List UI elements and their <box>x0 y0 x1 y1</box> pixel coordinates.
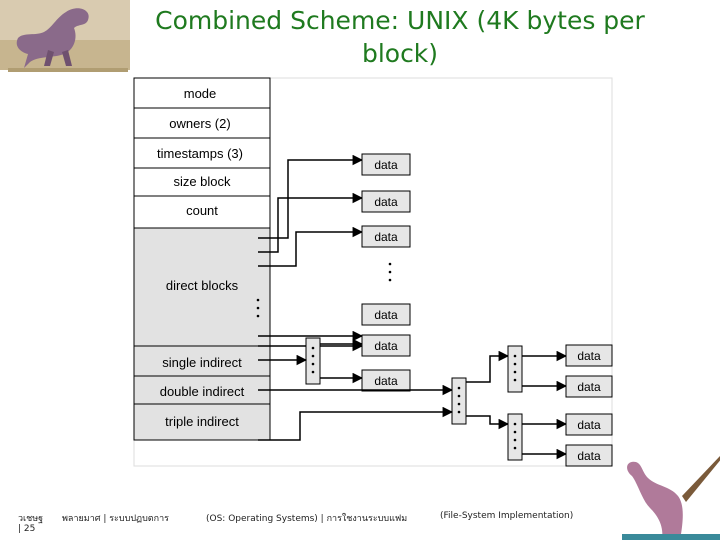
slide-title-line-1: Combined Scheme: UNIX (4K bytes per <box>155 6 645 35</box>
inode-field-count: count <box>186 203 218 218</box>
slide-title-line-2: block) <box>361 39 439 68</box>
footer-page-number: | 25 <box>18 524 36 534</box>
svg-text:data: data <box>374 339 398 353</box>
inode-field-mode: mode <box>184 86 217 101</box>
single-indirect-block <box>305 337 321 385</box>
svg-text:data: data <box>577 349 601 363</box>
double-indirect-block <box>451 377 467 425</box>
svg-text:data: data <box>374 195 398 209</box>
direct-blocks-ellipsis <box>256 262 392 318</box>
svg-text:data: data <box>577 418 601 432</box>
data-block: data <box>361 190 411 213</box>
data-block: data <box>361 334 411 357</box>
inode-field-size-block: size block <box>173 174 231 189</box>
footer-author: วเชษฐ <box>18 514 44 524</box>
footer-course-english: (OS: Operating Systems) | การใชงานระบบแฟ… <box>206 514 408 524</box>
data-block: data <box>361 153 411 176</box>
svg-text:data: data <box>577 449 601 463</box>
inode-field-timestamps: timestamps (3) <box>157 146 243 161</box>
direct-blocks-label: direct blocks <box>166 278 239 293</box>
svg-text:data: data <box>577 380 601 394</box>
data-block: data <box>361 369 411 392</box>
data-block: data <box>361 303 411 326</box>
dinosaur-icon <box>8 8 128 72</box>
double-indirect-pointers <box>258 350 568 396</box>
indirect-block <box>507 413 523 461</box>
data-block: data <box>565 444 613 467</box>
double-indirect-label: double indirect <box>160 384 245 399</box>
svg-text:data: data <box>374 308 398 322</box>
dinosaur-icon <box>622 456 720 540</box>
single-indirect-label: single indirect <box>162 355 242 370</box>
footer-chapter: (File-System Implementation) <box>440 511 574 521</box>
svg-text:data: data <box>374 230 398 244</box>
single-indirect-pointers <box>258 338 364 384</box>
inode: mode owners (2) timestamps (3) size bloc… <box>133 77 271 441</box>
data-block: data <box>565 413 613 436</box>
slide-title: Combined Scheme: UNIX (4K bytes per bloc… <box>100 4 700 70</box>
inode-field-owners: owners (2) <box>169 116 230 131</box>
svg-text:data: data <box>374 374 398 388</box>
footer-course: พลายมาศ | ระบบปฏบตการ <box>62 514 169 524</box>
svg-text:data: data <box>374 158 398 172</box>
data-block: data <box>565 344 613 367</box>
triple-indirect-pointers <box>258 406 568 460</box>
indirect-block <box>507 345 523 393</box>
data-block: data <box>361 225 411 248</box>
triple-indirect-label: triple indirect <box>165 414 239 429</box>
data-block: data <box>565 375 613 398</box>
